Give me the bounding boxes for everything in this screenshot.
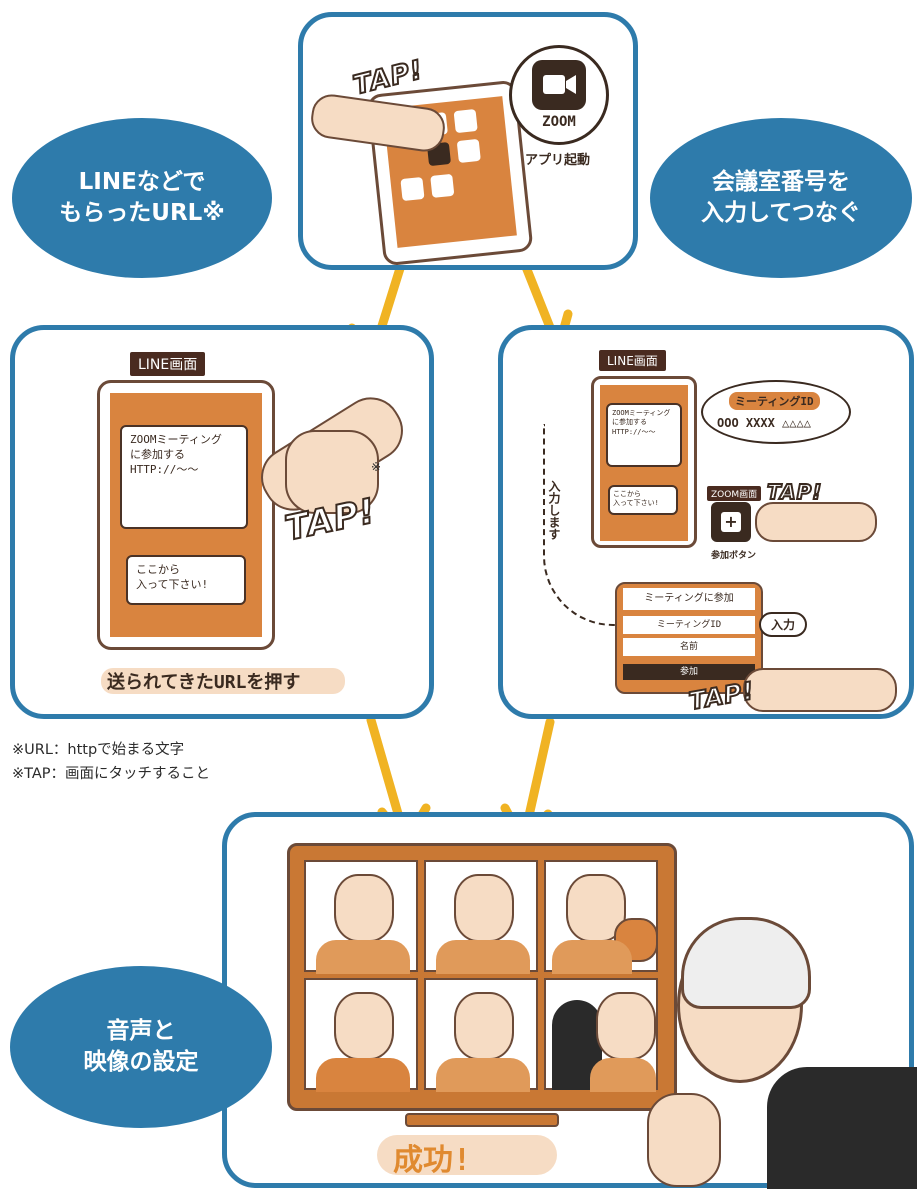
zoom-app-label: ZOOM <box>542 114 576 130</box>
join-dialog: ミーティングに参加 ミーティングID 名前 参加 <box>615 582 763 694</box>
grandmother-body <box>767 1067 917 1189</box>
bubble-audio-video-line1: 音声と <box>106 1017 176 1044</box>
app-tile <box>456 138 481 164</box>
dialog-join-button[interactable]: 参加 <box>623 664 755 680</box>
entering-side-text: 入力します <box>547 480 561 540</box>
footnote-tap: ※TAP：画面にタッチすること <box>12 766 211 782</box>
tap-label: TAP! <box>766 479 823 505</box>
bottom-panel: 成功! <box>222 812 917 1189</box>
participant-body <box>436 940 530 974</box>
participant-body <box>436 1058 530 1092</box>
bubble-room-number-line1: 会議室番号を <box>712 168 850 195</box>
bubble-room-number: 会議室番号を 入力してつなぐ <box>650 118 912 278</box>
waving-hand <box>647 1093 721 1187</box>
join-button-icon[interactable]: + <box>711 502 751 542</box>
participant-body <box>552 940 632 974</box>
left-phone-screen: ZOOMミーティング に参加する HTTP://～～ ここから 入って下さい! <box>110 393 262 637</box>
video-tile <box>544 978 658 1092</box>
monitor-stand <box>405 1113 559 1127</box>
hand-fist <box>285 430 379 514</box>
dialog-name-field[interactable]: 名前 <box>623 638 755 656</box>
left-message-enter: ここから 入って下さい! <box>126 555 246 605</box>
video-tile <box>304 978 418 1092</box>
zoom-icon <box>532 60 586 110</box>
bubble-line-url-line2: もらったURL※ <box>59 200 225 226</box>
dialog-title: ミーティングに参加 <box>623 588 755 610</box>
join-button-caption: 参加ボタン <box>711 551 757 561</box>
participant-face <box>596 992 656 1060</box>
video-monitor <box>287 843 677 1111</box>
zoom-screen-tag: ZOOM画面 <box>707 486 762 501</box>
success-text: 成功! <box>393 1143 472 1178</box>
input-bubble: 入力 <box>759 612 808 637</box>
launch-app-caption: アプリ起動 <box>525 153 591 168</box>
bubble-audio-video: 音声と 映像の設定 <box>10 966 272 1128</box>
participant-face <box>334 992 394 1060</box>
zoom-callout: ZOOM <box>509 45 609 145</box>
pointing-hand <box>743 668 897 712</box>
meeting-id-value: OOO XXXX △△△△ <box>717 416 811 430</box>
video-tile <box>424 860 538 974</box>
video-tile <box>544 860 658 974</box>
pointing-hand <box>755 502 877 542</box>
participant-face <box>454 874 514 942</box>
bubble-line-url: LINEなどで もらったURL※ <box>12 118 272 278</box>
participant-body <box>590 1058 656 1092</box>
bubble-line-url-line1: LINEなどで <box>78 168 206 195</box>
line-screen-tag: LINE画面 <box>130 352 206 376</box>
app-tile <box>430 173 455 198</box>
top-panel: TAP! ZOOM アプリ起動 <box>298 12 638 270</box>
footnote-url: ※URL：httpで始まる文字 <box>12 742 185 758</box>
app-tile <box>400 176 425 202</box>
caption-highlight <box>101 668 345 694</box>
grandmother-hair <box>681 917 811 1009</box>
bubble-room-number-line2: 入力してつなぐ <box>701 200 861 226</box>
video-tile <box>424 978 538 1092</box>
app-tile <box>453 108 478 134</box>
video-tile <box>304 860 418 974</box>
bubble-audio-video-line2: 映像の設定 <box>83 1049 199 1075</box>
participant-face <box>454 992 514 1060</box>
participant-body <box>316 1058 410 1092</box>
left-panel: LINE画面 ZOOMミーティング に参加する HTTP://～～ ここから 入… <box>10 325 434 719</box>
left-caption: 送られてきたURLを押す <box>107 672 301 693</box>
success-highlight <box>377 1135 557 1175</box>
left-phone: ZOOMミーティング に参加する HTTP://～～ ここから 入って下さい! <box>97 380 275 650</box>
right-panel: LINE画面 ZOOMミーティング に参加する HTTP://～～ ここから 入… <box>498 325 914 719</box>
left-message-zoom[interactable]: ZOOMミーティング に参加する HTTP://～～ <box>120 425 248 529</box>
participant-body <box>316 940 410 974</box>
line-screen-tag: LINE画面 <box>599 350 666 371</box>
dialog-meeting-id-field[interactable]: ミーティングID <box>623 616 755 634</box>
asterisk-mark: ※ <box>371 460 382 474</box>
meeting-id-label: ミーティングID <box>729 392 820 410</box>
meeting-id-callout: ミーティングID OOO XXXX △△△△ <box>701 380 851 444</box>
participant-face <box>334 874 394 942</box>
